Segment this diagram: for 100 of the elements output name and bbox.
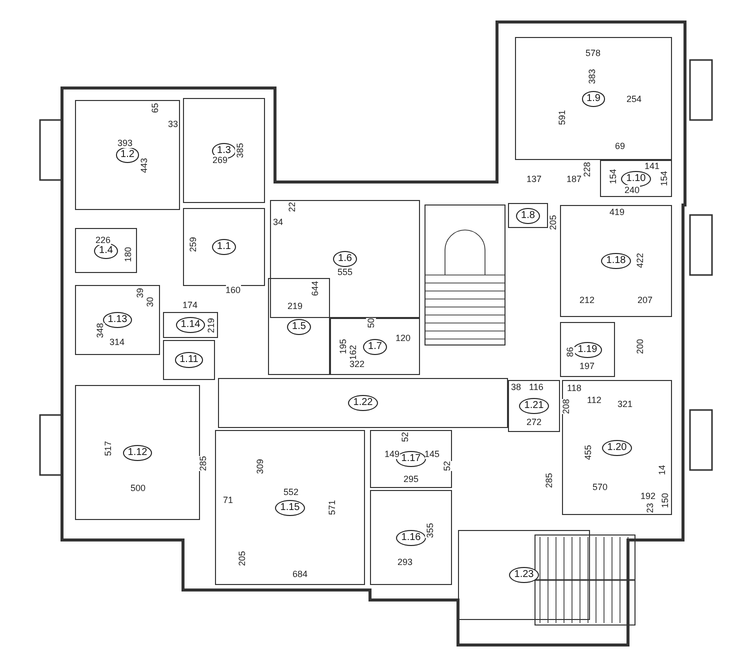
dimension-label: 385 (235, 142, 245, 158)
dimension-label: 272 (526, 417, 542, 427)
room-number: 1.16 (396, 530, 426, 546)
dimension-label: 422 (635, 252, 645, 268)
dimension-label: 552 (284, 487, 299, 497)
room-number: 1.1 (212, 239, 236, 255)
dimension-label: 52 (442, 461, 452, 472)
dimension-label: 30 (145, 297, 155, 308)
room-number: 1.13 (102, 312, 132, 328)
dimension-label: 50 (366, 318, 376, 328)
room-number: 1.23 (509, 567, 539, 583)
dimension-label: 65 (150, 103, 160, 114)
dimension-label: 192 (640, 491, 656, 501)
room (163, 340, 215, 380)
dimension-label: 149 (384, 449, 400, 459)
dimension-label: 38 (511, 382, 522, 392)
dimension-label: 517 (103, 440, 113, 456)
room-number: 1.15 (275, 500, 305, 516)
dimension-label: 571 (327, 500, 337, 515)
dimension-label: 160 (226, 285, 241, 295)
dimension-label: 86 (565, 347, 575, 358)
dimension-label: 455 (583, 444, 593, 460)
room (508, 203, 548, 228)
room-number: 1.14 (176, 317, 206, 333)
room-number: 1.20 (602, 440, 632, 456)
room-number: 1.19 (572, 342, 602, 358)
dimension-label: 162 (348, 344, 358, 360)
dimension-label: 118 (567, 383, 582, 393)
dimension-label: 259 (188, 236, 198, 252)
room-number: 1.2 (116, 147, 140, 163)
dimension-label: 34 (273, 217, 284, 227)
dimension-label: 228 (582, 162, 592, 177)
dimension-label: 348 (95, 322, 105, 338)
dimension-label: 187 (566, 174, 582, 184)
room-number: 1.6 (333, 251, 357, 267)
dimension-label: 205 (237, 550, 247, 566)
room-number: 1.8 (516, 208, 540, 224)
room-number: 1.5 (287, 318, 311, 334)
dimension-label: 240 (624, 185, 640, 195)
room-number: 1.21 (519, 398, 549, 414)
dimension-label: 197 (580, 361, 595, 371)
room-number: 1.9 (582, 90, 606, 106)
dimension-label: 219 (206, 318, 216, 333)
room (458, 530, 590, 620)
dimension-label: 39 (135, 288, 145, 298)
room-number: 1.12 (122, 444, 152, 460)
dimension-label: 419 (610, 207, 625, 217)
dimension-label: 112 (587, 395, 602, 405)
dimension-label: 23 (645, 503, 655, 514)
dimension-label: 570 (592, 482, 608, 492)
dimension-label: 383 (587, 68, 597, 84)
dimension-label: 154 (608, 168, 618, 184)
dimension-label: 355 (425, 522, 435, 538)
dimension-label: 285 (544, 472, 554, 488)
dimension-label: 644 (310, 280, 320, 296)
dimension-label: 141 (644, 161, 660, 171)
room-number: 1.18 (601, 253, 631, 269)
dimension-label: 295 (404, 474, 419, 484)
dimension-label: 212 (580, 295, 595, 305)
dimension-label: 293 (398, 557, 413, 567)
dimension-label: 145 (424, 449, 440, 459)
dimension-label: 219 (288, 301, 303, 311)
dimension-label: 443 (139, 158, 149, 173)
dimension-label: 309 (255, 458, 265, 474)
dimension-label: 393 (118, 138, 133, 148)
dimension-label: 226 (96, 235, 111, 245)
dimension-label: 314 (110, 337, 125, 347)
dimension-label: 116 (529, 382, 544, 392)
dimension-label: 71 (223, 495, 234, 505)
room-number: 1.22 (348, 395, 378, 411)
dimension-label: 207 (638, 295, 653, 305)
dimension-label: 322 (350, 359, 365, 369)
dimension-label: 195 (338, 338, 348, 354)
dimension-label: 591 (557, 110, 567, 125)
dimension-label: 200 (635, 338, 645, 354)
dimension-label: 578 (586, 48, 601, 58)
room (218, 378, 508, 428)
dimension-label: 150 (660, 492, 670, 508)
dimension-label: 555 (338, 267, 353, 277)
dimension-label: 684 (292, 569, 308, 579)
dimension-label: 500 (130, 483, 146, 493)
room-number: 1.10 (621, 170, 651, 186)
dimension-label: 180 (123, 246, 133, 262)
dimension-label: 269 (212, 155, 228, 165)
dimension-label: 33 (168, 119, 178, 129)
dimension-label: 321 (618, 399, 633, 409)
dimension-label: 120 (396, 333, 411, 343)
dimension-label: 69 (615, 141, 626, 151)
room-number: 1.4 (94, 242, 118, 258)
dimension-label: 208 (561, 398, 571, 414)
dimension-label: 22 (287, 202, 297, 212)
dimension-label: 137 (526, 174, 542, 184)
room-number: 1.7 (363, 338, 387, 354)
dimension-label: 285 (198, 456, 208, 471)
dimension-label: 254 (626, 94, 642, 104)
dimension-label: 205 (548, 214, 558, 230)
room-number: 1.11 (174, 352, 204, 368)
dimension-label: 14 (657, 465, 667, 476)
dimension-label: 174 (182, 300, 198, 310)
dimension-label: 52 (400, 432, 410, 442)
